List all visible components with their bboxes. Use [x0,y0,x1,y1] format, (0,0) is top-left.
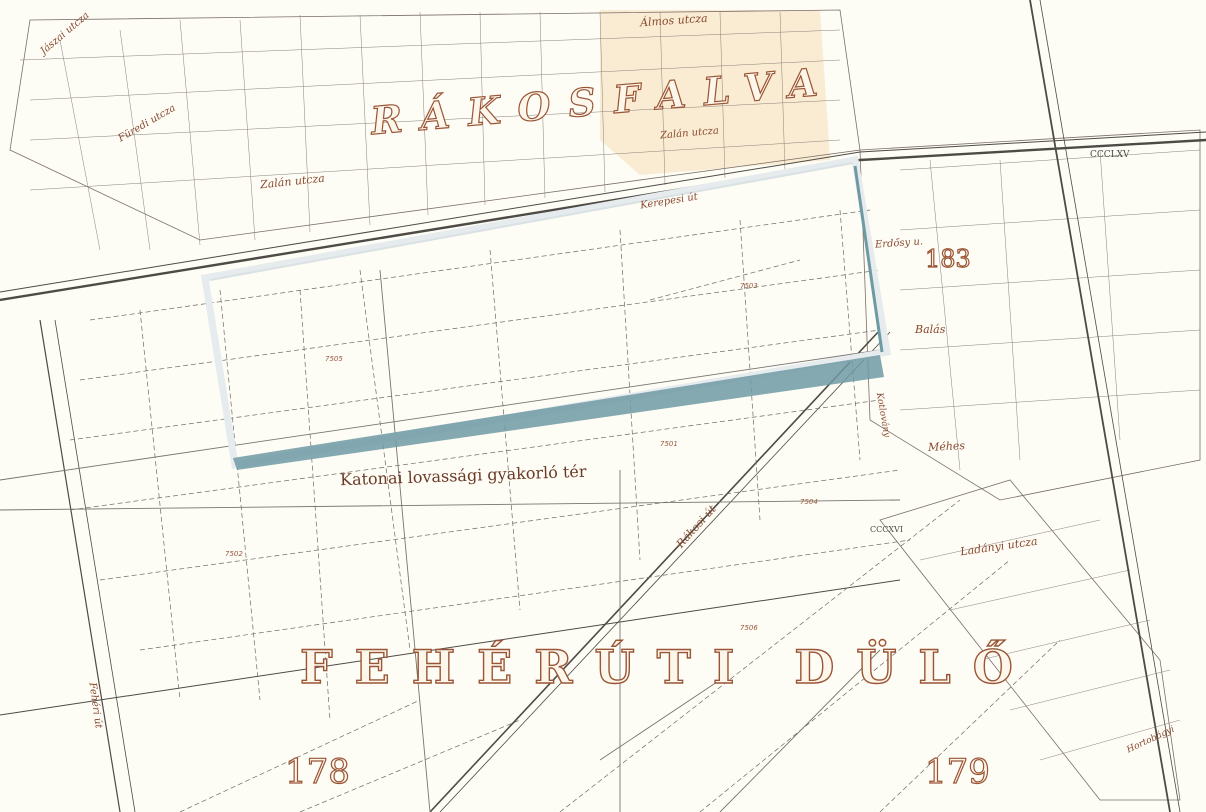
field-grid [69,209,1061,812]
built-up-area-tint [600,10,830,175]
label-street-mehes: Méhes [927,439,966,454]
label-area-178: 178 [284,751,350,792]
parcel-label: 7506 [740,624,758,632]
label-street-balas: Balás [915,323,946,336]
parcel-label: 7502 [225,550,243,558]
label-roman-cccxvi: CCCXVI [870,525,903,534]
parcel-label: 7503 [740,282,758,290]
highlight-rectangle [201,155,892,470]
parcel-label: 7504 [800,498,818,506]
block-grid [19,11,1201,761]
field-solid-lines [0,269,901,812]
label-district-feheruti-dulo: FEHÉRÚTI DÜLŐ [299,639,1035,694]
label-roman-cccxv: CCCLXV [1090,150,1130,160]
parcel-label: 7501 [660,440,678,448]
label-area-179: 179 [924,751,990,792]
label-area-183: 183 [924,244,971,273]
parcel-label: 7505 [325,355,343,363]
